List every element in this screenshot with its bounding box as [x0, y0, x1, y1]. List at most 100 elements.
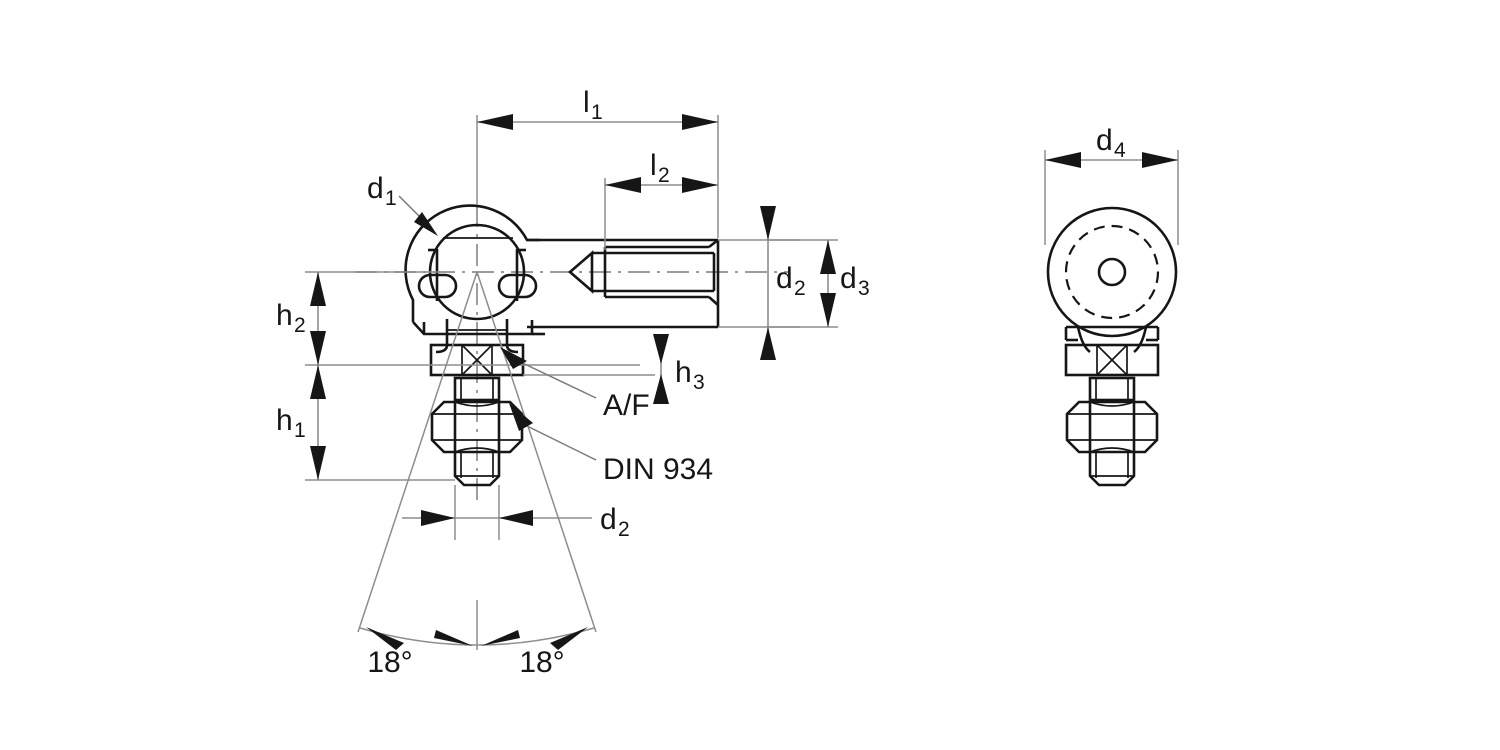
stud-thread-upper: [453, 376, 501, 402]
nut-chamfer-curve-top: [454, 401, 500, 407]
angle-line-right: [476, 271, 597, 633]
end-view-washer: [1064, 343, 1160, 377]
end-view-nut-body: [1065, 400, 1159, 454]
d2-stud-symbol: d: [600, 503, 617, 536]
l2-symbol: l: [650, 149, 657, 182]
h3-label: h 3: [675, 356, 705, 394]
across-flats-label: A/F: [603, 389, 650, 422]
d3-arrow-top: [820, 240, 836, 274]
end-view-neck-left-curve: [1076, 326, 1091, 354]
d1-symbol: d: [367, 172, 384, 205]
angle-right-label: 18°: [519, 646, 564, 679]
stud-lower-body: [453, 452, 501, 487]
end-elevation-view: d 4: [1044, 124, 1179, 487]
d3-arrow-bottom: [820, 293, 836, 327]
angle-line-left: [357, 271, 478, 633]
h1-subscript: 1: [294, 419, 306, 442]
end-view-washer-cross-b: [1096, 344, 1128, 376]
d3-symbol: d: [840, 262, 857, 295]
h1-label: h 1: [276, 404, 306, 442]
dimension-h2: h 2: [276, 271, 640, 366]
dimension-l2: l 2: [604, 149, 718, 250]
l1-symbol: l: [583, 86, 590, 119]
housing-side-lugs: [417, 273, 538, 299]
d1-label: d 1: [367, 172, 397, 210]
d2-stud-subscript: 2: [618, 518, 630, 541]
angle-arrow-left-outer: [366, 627, 404, 650]
end-view-thread-upper: [1088, 376, 1136, 402]
d4-subscript: 4: [1114, 139, 1126, 162]
end-view-thread-lower: [1088, 452, 1136, 487]
af-leader-line: [511, 357, 597, 399]
d4-label: d 4: [1096, 124, 1126, 162]
lug-left: [417, 273, 458, 299]
end-view-nut-curve-top: [1089, 401, 1135, 407]
d4-arrow-right: [1142, 152, 1178, 168]
d3-subscript: 3: [858, 277, 870, 300]
dimension-d4: d 4: [1044, 124, 1179, 245]
annotation-din934: DIN 934: [509, 403, 713, 486]
h3-arrow-bottom: [653, 374, 669, 404]
d2-stud-arrow-left: [421, 510, 455, 526]
l1-arrow-right: [682, 114, 718, 130]
d4-symbol: d: [1096, 124, 1113, 157]
end-view-nut-curve-bottom: [1089, 447, 1135, 453]
angle-arrow-left-inner: [434, 630, 473, 646]
h3-symbol: h: [675, 356, 692, 389]
end-view-center-bore: [1097, 257, 1127, 287]
centerlines-side-view: [355, 205, 790, 500]
nut-chamfer-curve-bottom: [454, 447, 500, 453]
d2-stud-arrow-right: [499, 510, 533, 526]
bore-chamfer-top: [708, 238, 719, 249]
l1-arrow-left: [477, 114, 513, 130]
washer-cross-line-b: [461, 344, 493, 376]
drill-point-cone: [568, 250, 594, 294]
h2-label: h 2: [276, 299, 306, 337]
angle-left-label: 18°: [367, 646, 412, 679]
end-view-washer-body: [1064, 343, 1160, 377]
d2-shank-symbol: d: [776, 262, 793, 295]
end-view-hex-nut: [1065, 400, 1159, 454]
angle-arrow-right-inner: [481, 630, 520, 646]
dimension-d3: d 3: [768, 239, 870, 328]
h1-symbol: h: [276, 404, 293, 437]
dimension-l1: l 1: [476, 86, 719, 238]
bore-chamfer-bottom: [708, 296, 719, 306]
dimension-h1: h 1: [276, 365, 455, 481]
internal-thread-bore: [568, 238, 719, 306]
annotation-across-flats: A/F: [500, 347, 650, 422]
din934-arrow: [509, 403, 533, 431]
l2-arrow-right: [682, 177, 718, 193]
d2-shank-subscript: 2: [794, 277, 806, 300]
swivel-angle-cone: 18° 18°: [357, 271, 597, 679]
thread-shank-upper: [453, 376, 501, 402]
din934-label: DIN 934: [603, 453, 713, 486]
h3-arrow-top: [653, 334, 669, 364]
h1-arrow-bottom: [310, 446, 326, 480]
l2-arrow-left: [605, 177, 641, 193]
af-arrow: [500, 347, 527, 369]
angle-arrow-right-outer: [550, 627, 588, 650]
h2-arrow-bottom: [310, 331, 326, 365]
end-view-neck-right-curve: [1133, 326, 1148, 354]
d2-arrow-bottom: [760, 327, 776, 360]
end-view-stud-lower: [1088, 452, 1136, 487]
h1-arrow-top: [310, 365, 326, 399]
h2-arrow-top: [310, 272, 326, 306]
d1-arrow: [414, 212, 438, 236]
end-view-thread-shank-upper: [1088, 376, 1136, 402]
end-view-neck: [1064, 325, 1160, 354]
dimension-d2-shank: d 2: [718, 206, 806, 360]
l2-subscript: 2: [658, 164, 670, 187]
d1-subscript: 1: [385, 187, 397, 210]
d2-shank-label: d 2: [776, 262, 806, 300]
d4-arrow-left: [1045, 152, 1081, 168]
dimension-d2-stud: d 2: [402, 485, 630, 541]
end-view-housing-circle: [1046, 206, 1178, 338]
end-view-ball-hidden-circle: [1064, 224, 1160, 320]
h3-subscript: 3: [693, 371, 705, 394]
housing-outer-arc: [404, 204, 540, 322]
stud-thread-lower: [453, 452, 501, 487]
